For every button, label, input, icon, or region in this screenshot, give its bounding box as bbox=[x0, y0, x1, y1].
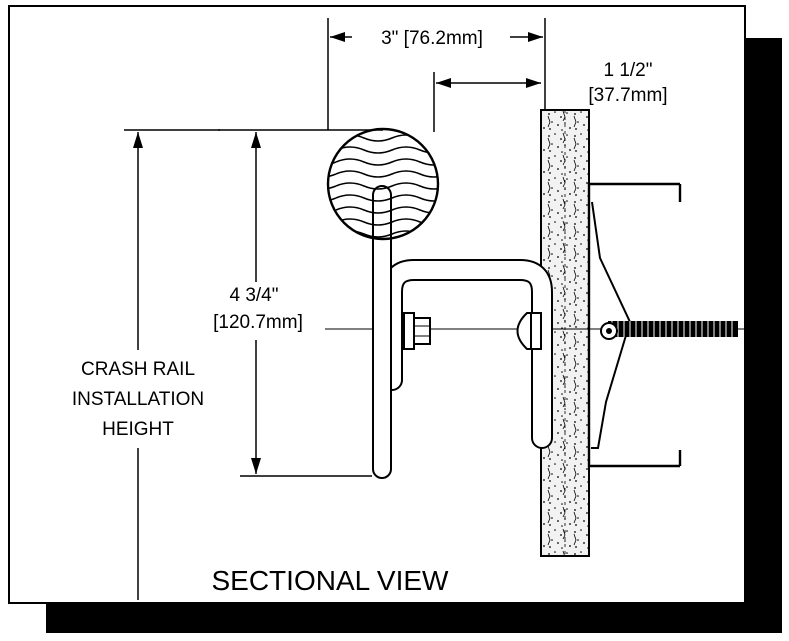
dimension-rail-offset-label: 3" [76.2mm] bbox=[381, 28, 483, 49]
crash-rail-label-line3: HEIGHT bbox=[102, 419, 174, 440]
crash-rail-label-line1: CRASH RAIL bbox=[81, 359, 195, 380]
dimension-wall-gap bbox=[433, 72, 541, 132]
dimension-installation-height bbox=[124, 129, 220, 600]
dimension-bracket-height bbox=[218, 129, 383, 477]
crash-rail-label-line2: INSTALLATION bbox=[72, 389, 204, 410]
view-title: SECTIONAL VIEW bbox=[211, 565, 449, 596]
stud-channel bbox=[587, 182, 682, 468]
rail-bracket bbox=[381, 259, 553, 449]
hex-nut bbox=[403, 312, 431, 350]
dimension-rail-offset bbox=[327, 18, 546, 130]
dimension-wall-gap-mm: [37.7mm] bbox=[588, 85, 667, 106]
dimension-bracket-height-mm: [120.7mm] bbox=[213, 312, 303, 333]
dimension-wall-gap-in: 1 1/2" bbox=[603, 60, 652, 81]
wood-rail bbox=[326, 127, 440, 241]
dimension-bracket-height-in: 4 3/4" bbox=[229, 285, 278, 306]
bolt-head bbox=[516, 312, 542, 350]
